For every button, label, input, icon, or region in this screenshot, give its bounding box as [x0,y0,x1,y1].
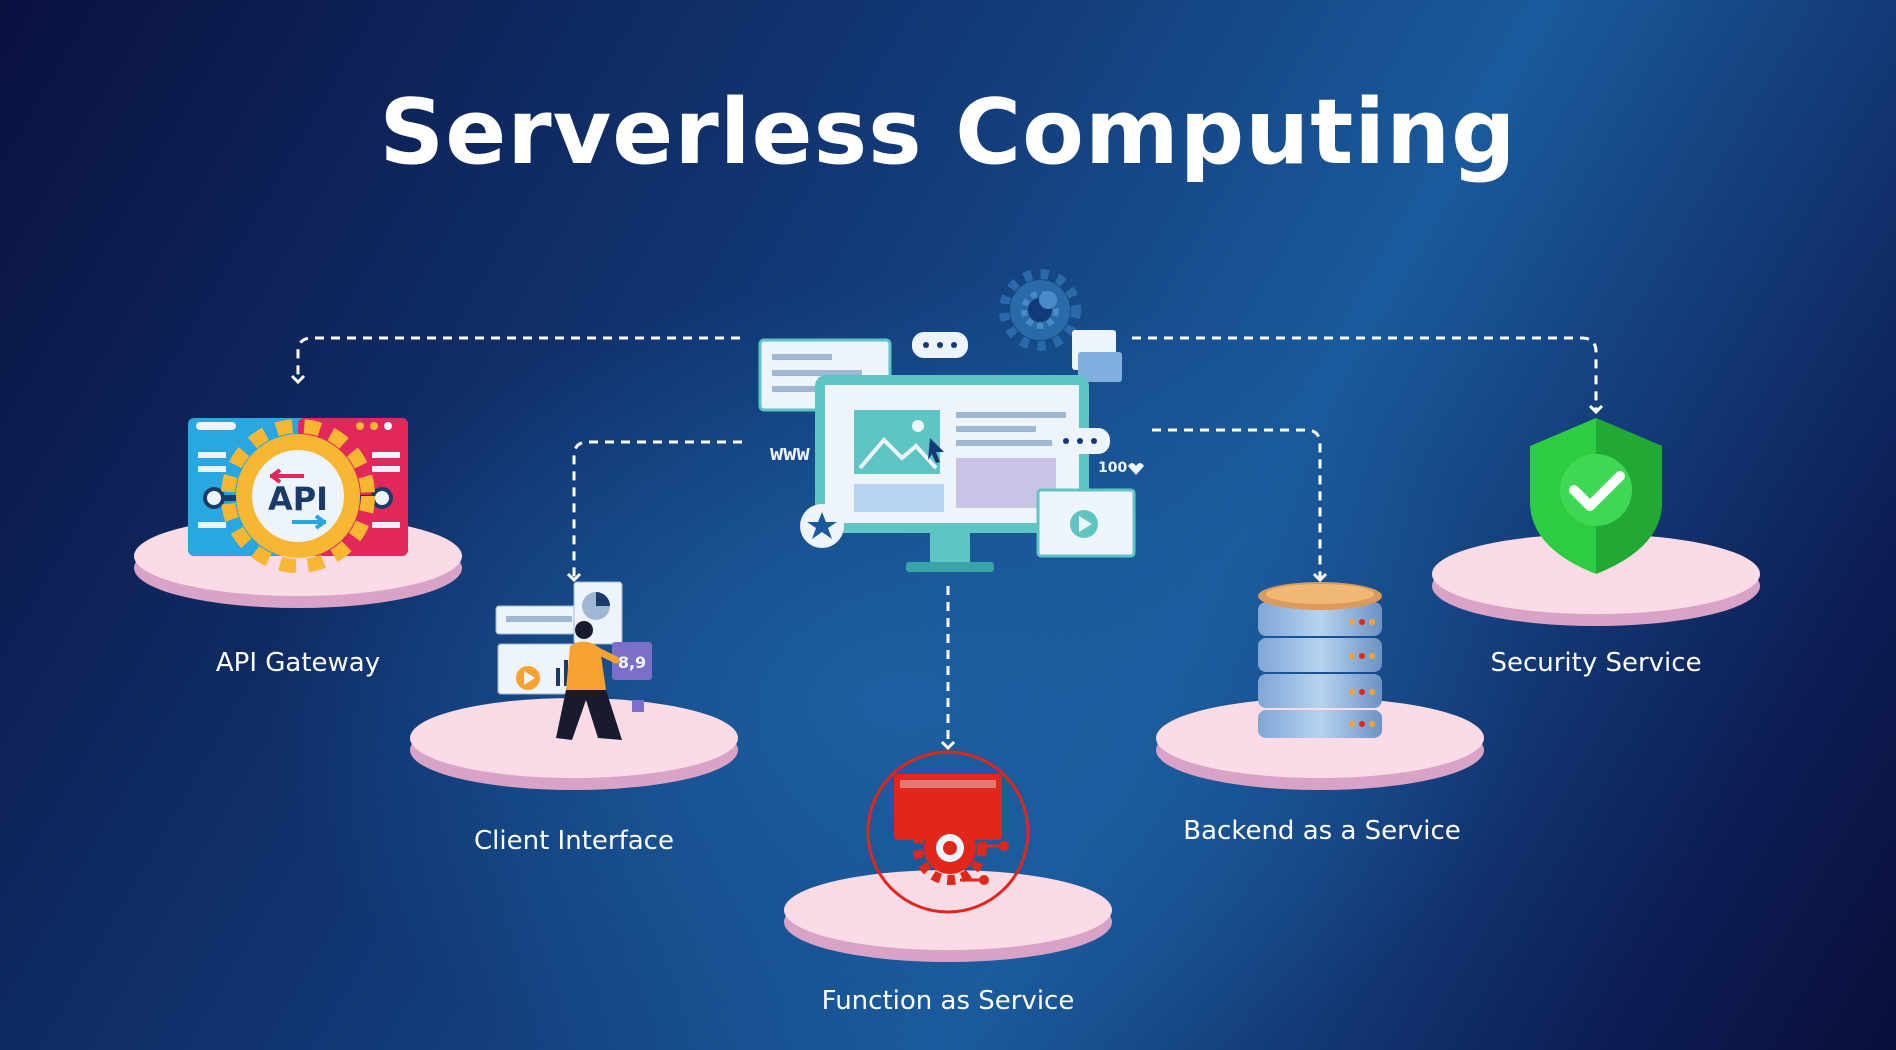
shield-check-icon [1530,418,1662,574]
cloud-computer-icon: www 100 [758,269,1144,572]
node-security-service [1432,418,1760,626]
connectors [290,336,1604,751]
node-function-as-service [784,750,1112,962]
www-label: www [770,441,810,466]
label-function-as-service: Function as Service [821,986,1075,1016]
connector-security-service [1132,336,1604,415]
connector-client-interface [566,440,742,583]
node-client-interface: 8,9 [410,581,738,790]
heart-icon [1128,463,1144,475]
page-title: Serverless Computing [379,80,1517,185]
node-api-gateway: API [134,418,462,608]
client-interface-icon: 8,9 [495,581,652,740]
client-icon-text: 8,9 [618,653,646,672]
label-security-service: Security Service [1490,648,1702,678]
api-icon-text: API [268,480,328,518]
label-client-interface: Client Interface [474,826,674,856]
function-gear-icon [866,750,1030,914]
connector-api-gateway [290,336,740,385]
connector-backend-as-a-service [1152,428,1328,583]
api-gateway-icon: API [188,418,408,573]
label-api-gateway: API Gateway [215,648,381,678]
database-server-icon [1258,582,1382,738]
likes-counter: 100 [1098,460,1127,476]
label-backend-as-a-service: Backend as a Service [1183,816,1461,846]
play-icon [1079,516,1092,532]
node-backend-as-a-service [1156,582,1484,790]
